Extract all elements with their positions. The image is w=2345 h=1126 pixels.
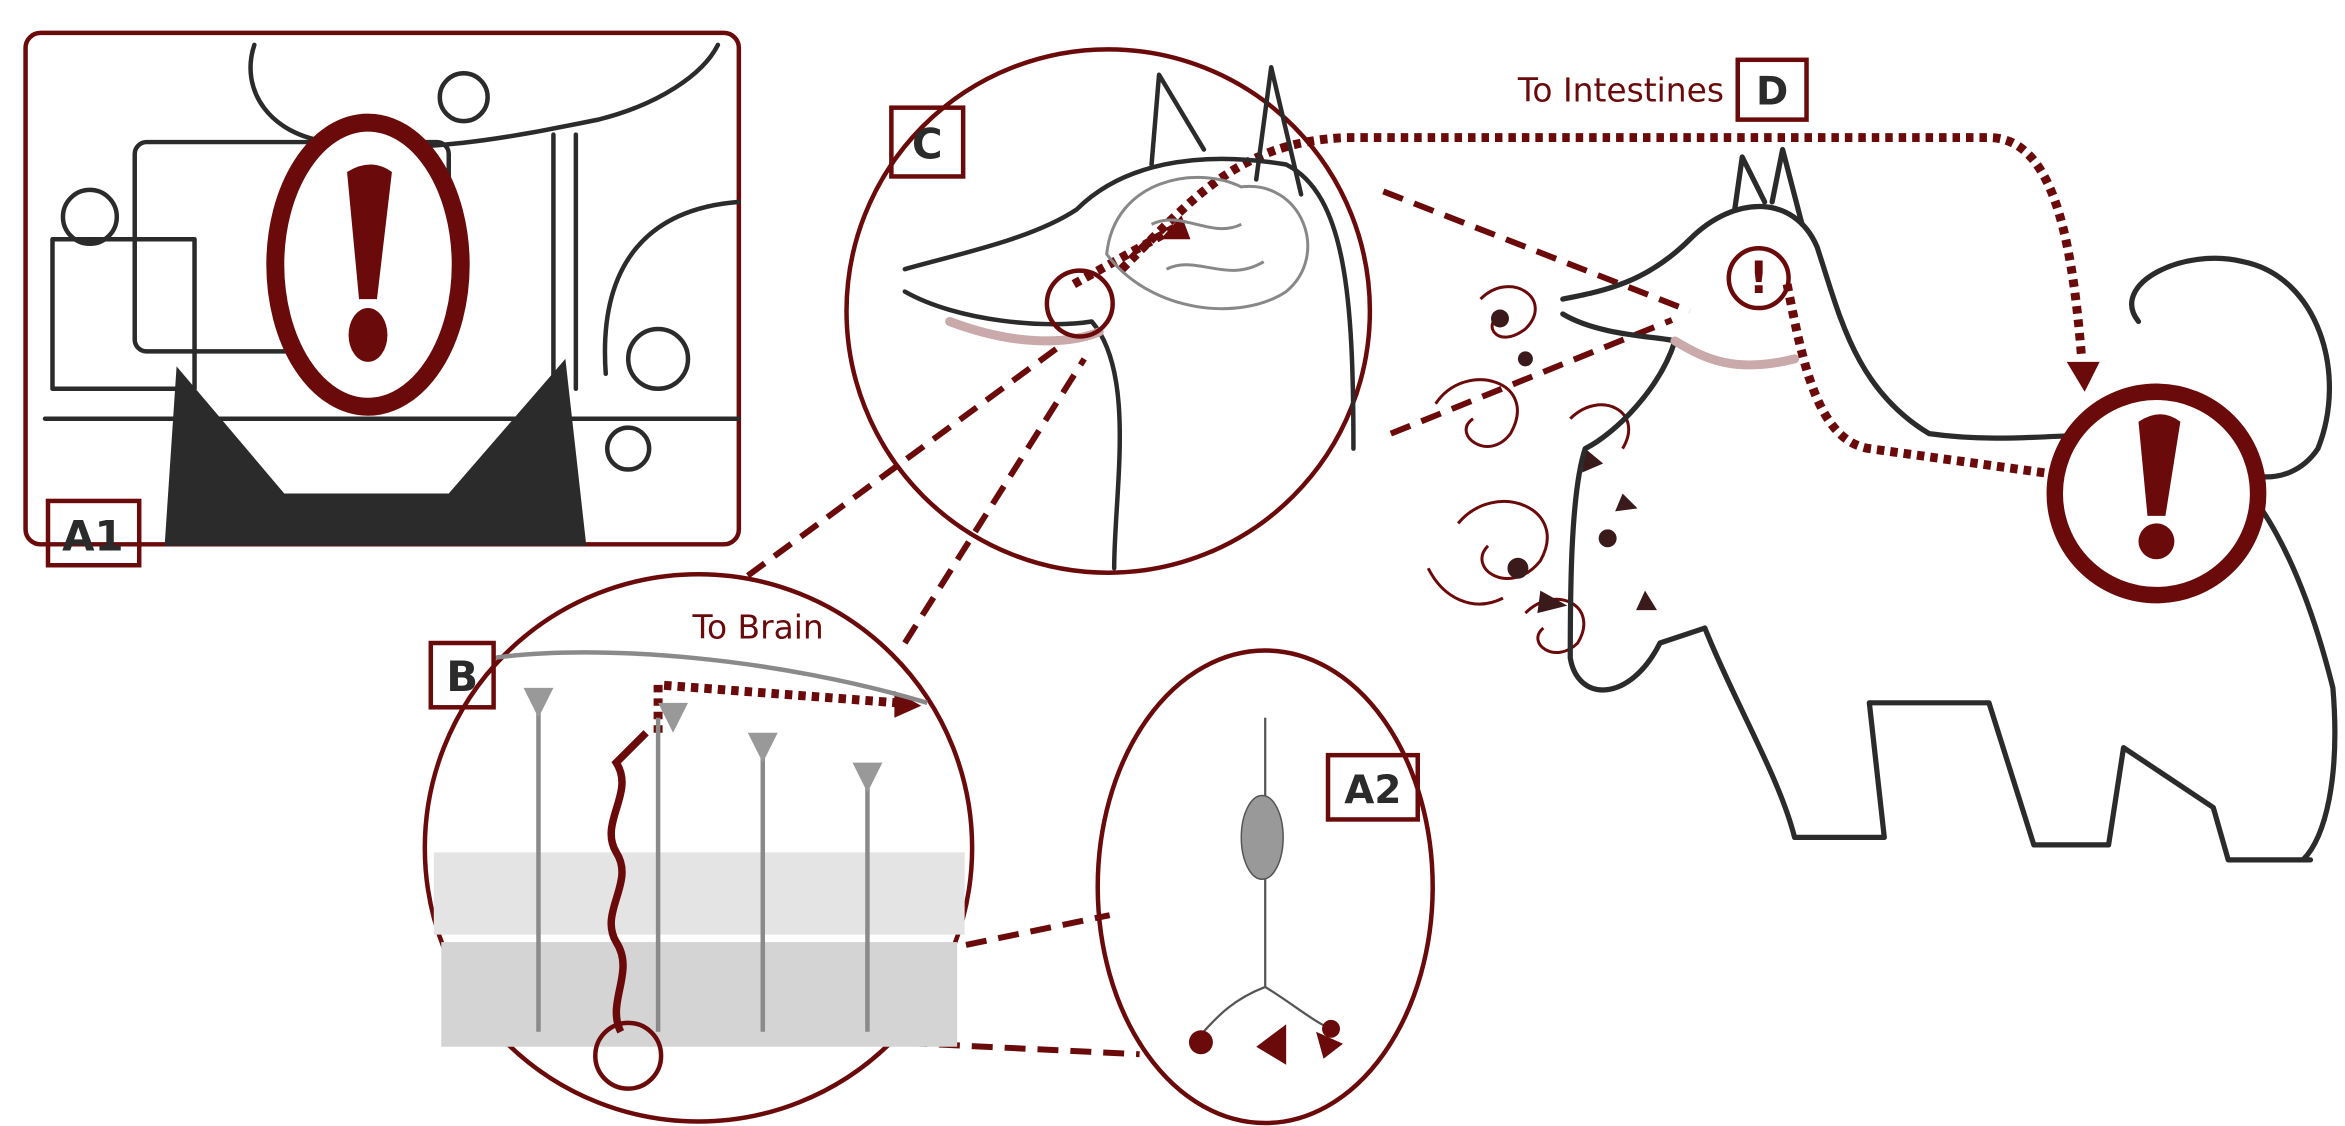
olfactory-neurons-illustration	[433, 650, 965, 1047]
dog-head-illustration	[902, 65, 1356, 571]
panel-label-c: C	[912, 120, 943, 169]
panel-label-b: B	[446, 652, 478, 701]
brain-illustration	[1105, 175, 1310, 311]
arrowheads	[894, 215, 2100, 718]
exclamation-alert-icon: !	[1748, 251, 1768, 304]
panel-c: C	[844, 47, 1373, 575]
caption-to-brain: To Brain	[691, 608, 823, 647]
panel-b: B To Brain	[422, 571, 975, 1124]
panel-label-a1: A1	[62, 511, 124, 560]
dog-illustration	[1560, 146, 2338, 863]
odor-molecules	[1491, 309, 1657, 614]
odor-swirls	[1426, 285, 1631, 654]
exclamation-alert-icon	[266, 113, 470, 416]
panel-a2: A2	[1095, 648, 1435, 1126]
panel-a1: A1	[23, 30, 742, 568]
svg-text:!: !	[1748, 251, 1768, 304]
panel-label-a2: A2	[1344, 768, 1401, 813]
caption-to-intestines: To Intestines	[1517, 71, 1724, 110]
panel-label-d: D	[1756, 70, 1788, 115]
sensory-neuron-illustration	[1188, 717, 1343, 1065]
panel-d: To Intestines D	[1517, 57, 1809, 122]
exclamation-alert-icon-intestines	[2046, 383, 2267, 604]
dog-ears-silhouette	[164, 358, 587, 546]
signal-dotted-paths	[653, 133, 2087, 733]
